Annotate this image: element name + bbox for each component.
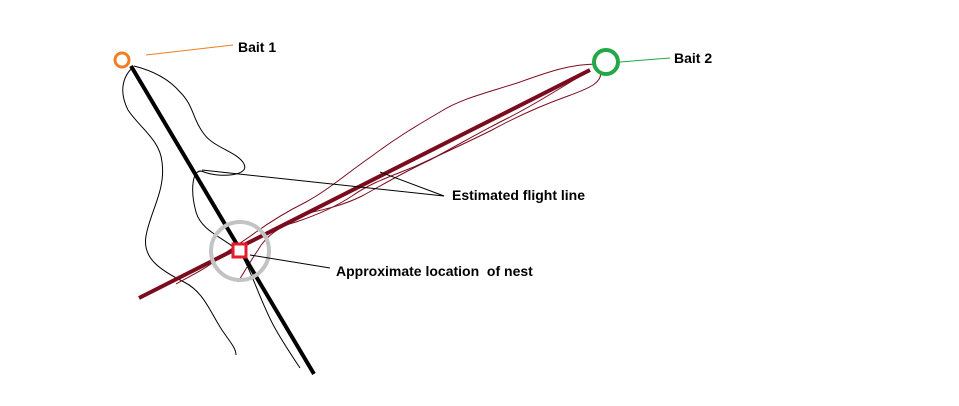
flight-path-trace-2b [237,69,602,283]
bait-2-marker [592,48,620,76]
flight-line-label: Estimated flight line [452,187,585,203]
flight-path-trace-1 [122,67,237,356]
bait-1-marker [113,51,131,69]
nest-label: Approximate location of nest [336,263,533,279]
flight-line-leader-1 [201,169,445,197]
bait-1-label: Bait 1 [238,39,276,55]
bait-2-label: Bait 2 [674,50,712,66]
flight-line-bait-1 [129,64,316,376]
nest-search-circle [209,220,271,282]
flight-path-trace-1b [133,65,301,369]
nest-leader-line [249,254,331,269]
flight-line-leader-2 [379,171,445,197]
bait-1-leader-line [145,44,234,56]
bait-2-leader-line [619,57,671,63]
flight-path-trace-2c [303,73,585,215]
nest-marker [231,242,248,259]
